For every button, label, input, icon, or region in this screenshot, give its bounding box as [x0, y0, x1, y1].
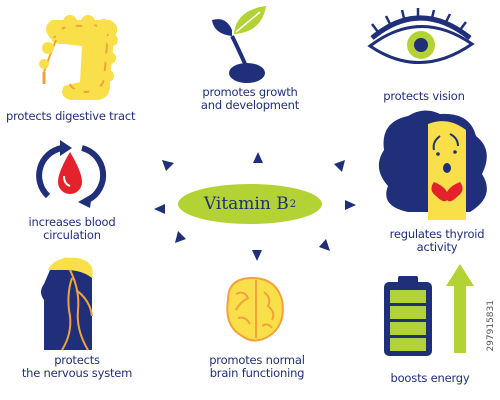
- sprout-icon: [212, 6, 266, 83]
- label-energy: boosts energy: [390, 371, 470, 385]
- arrow-right: [345, 200, 356, 210]
- thyroid-icon: [378, 110, 487, 220]
- vitamin-b2-badge: [178, 184, 322, 224]
- arrow-up-left: [162, 160, 174, 171]
- blood-drop-cycle-icon: [36, 140, 107, 208]
- arrow-up: [253, 152, 263, 163]
- nervous-system-icon: [41, 257, 93, 351]
- arrow-down: [252, 250, 262, 261]
- label-brain: promotes normal brain functioning: [209, 353, 305, 380]
- label-blood: increases blood circulation: [28, 215, 116, 242]
- arrow-left: [154, 204, 165, 214]
- arrow-up-energy-icon: [446, 264, 474, 353]
- label-digestive: protects digestive tract: [6, 109, 136, 123]
- vitamin-subscript: 2: [289, 198, 297, 210]
- arrows: [154, 152, 356, 261]
- brain-icon: [226, 276, 284, 342]
- intestine-icon: [39, 15, 118, 100]
- battery-icon: [384, 276, 432, 356]
- arrow-down-right: [319, 239, 330, 251]
- stock-watermark: 297915831: [486, 300, 496, 352]
- label-growth: promotes growth and development: [200, 85, 300, 112]
- label-thyroid: regulates thyroid activity: [389, 227, 485, 254]
- label-nervous: protects the nervous system: [21, 353, 133, 380]
- arrow-up-right: [334, 160, 345, 172]
- label-vision: protects vision: [383, 89, 465, 103]
- eye-icon: [367, 8, 475, 64]
- vitamin-label: Vitamin B: [203, 194, 289, 214]
- arrow-down-left: [175, 231, 186, 243]
